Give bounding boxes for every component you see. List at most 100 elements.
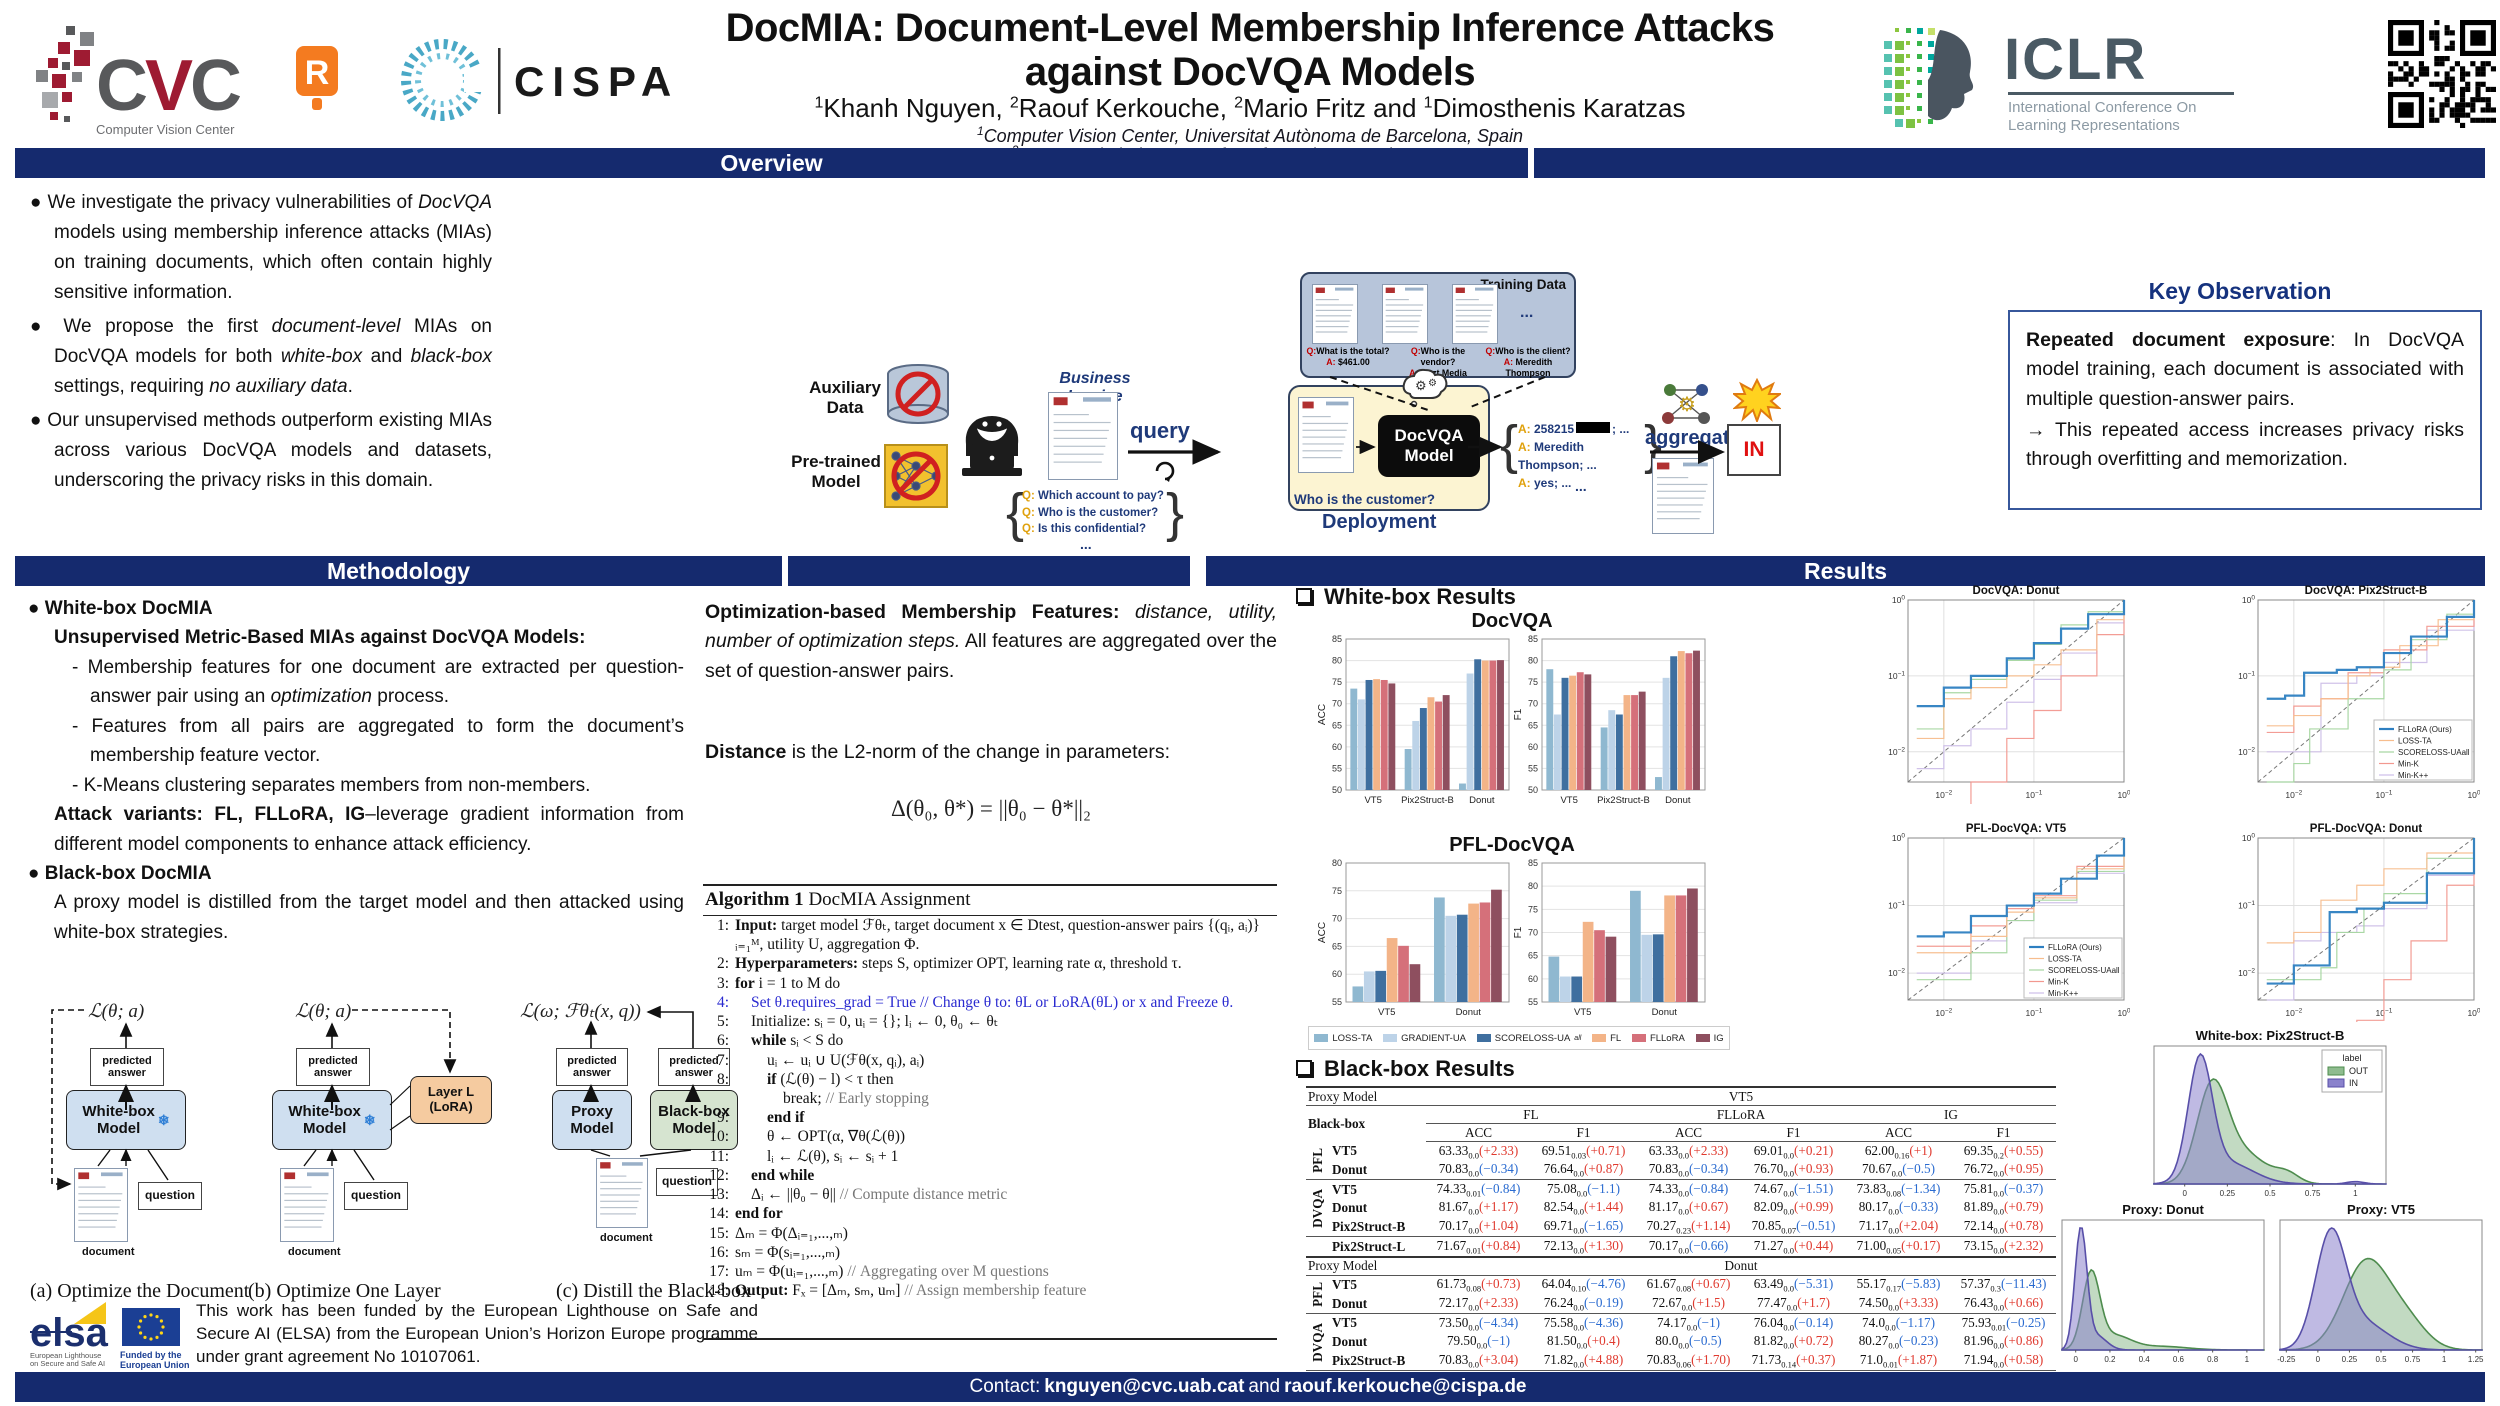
predicted-answer-box-c2: predicted answer: [658, 1048, 730, 1086]
svg-text:80: 80: [1528, 656, 1538, 666]
methodology-section-bar-mid: [788, 556, 1190, 586]
svg-text:Min-K: Min-K: [2398, 760, 2420, 769]
svg-text:0.2: 0.2: [2104, 1355, 2116, 1364]
svg-text:1.25: 1.25: [2468, 1355, 2484, 1364]
svg-text:60: 60: [1332, 969, 1342, 979]
svg-text:70: 70: [1332, 914, 1342, 924]
questions-ellipsis: ...: [1080, 536, 1092, 552]
key-observation-p2: → This repeated access increases privacy…: [2026, 418, 2464, 470]
svg-text:80: 80: [1528, 881, 1538, 891]
svg-text:0.5: 0.5: [2375, 1355, 2387, 1364]
predicted-answer-box-b: predicted answer: [296, 1048, 370, 1086]
svg-text:0.25: 0.25: [2220, 1189, 2236, 1198]
document-b: [280, 1168, 334, 1242]
svg-text:75: 75: [1528, 904, 1538, 914]
svg-text:100: 100: [2117, 790, 2130, 801]
svg-text:10−2: 10−2: [2285, 790, 2302, 801]
svg-text:R: R: [305, 54, 330, 92]
database-prohibited-icon: [882, 360, 954, 432]
svg-text:Min-K: Min-K: [2048, 978, 2070, 987]
features-paragraph: Optimization-based Membership Features: …: [705, 601, 1277, 682]
question-box-c: question: [656, 1168, 718, 1196]
svg-text:Donut: Donut: [1469, 795, 1495, 806]
svg-text:65: 65: [1332, 941, 1342, 951]
predicted-answer-box-a: predicted answer: [90, 1048, 164, 1086]
qr-code: [2388, 20, 2496, 128]
svg-text:Pix2Struct-B: Pix2Struct-B: [1597, 795, 1650, 806]
svg-text:PFL-DocVQA: Donut: PFL-DocVQA: Donut: [2310, 823, 2423, 835]
svg-text:CVC: CVC: [96, 46, 241, 126]
svg-text:1: 1: [2353, 1189, 2358, 1198]
svg-text:0: 0: [2316, 1355, 2321, 1364]
training-doc-1: [1312, 284, 1358, 344]
svg-text:VT5: VT5: [1560, 795, 1577, 806]
cispa-logo: CISPA: [392, 28, 692, 133]
question-box-b: question: [344, 1182, 408, 1210]
svg-text:60: 60: [1528, 742, 1538, 752]
burst-icon: [1733, 378, 1781, 422]
svg-text:PFL-DocVQA: VT5: PFL-DocVQA: VT5: [1966, 823, 2067, 835]
caption-a: (a) Optimize the Document: [30, 1280, 250, 1302]
svg-text:85: 85: [1528, 858, 1538, 868]
svg-text:10−2: 10−2: [2238, 746, 2255, 757]
svg-text:55: 55: [1528, 763, 1538, 773]
training-data-title: Training Data: [1480, 277, 1566, 292]
eu-flag: Funded by the European Union: [120, 1306, 190, 1371]
svg-text:F1: F1: [1513, 926, 1524, 938]
iclr-wordmark: ICLR: [2004, 27, 2148, 92]
svg-text:VT5: VT5: [1574, 1007, 1591, 1018]
poster-title-line2: against DocVQA Models: [1024, 50, 1476, 94]
pretrained-model-label: Pre-trained Model: [791, 452, 881, 492]
deployment-label: Deployment: [1322, 511, 1437, 533]
svg-text:100: 100: [2242, 595, 2255, 606]
svg-text:White-box: Pix2Struct-B: White-box: Pix2Struct-B: [2196, 1028, 2345, 1043]
svg-text:DocVQA: Pix2Struct-B: DocVQA: Pix2Struct-B: [2305, 585, 2428, 597]
poster-title-line1: DocMIA: Document-Level Membership Infere…: [725, 6, 1775, 50]
authors-line: 1Khanh Nguyen, 2Raouf Kerkouche, 2Mario …: [814, 93, 1686, 123]
svg-text:0.75: 0.75: [2405, 1355, 2421, 1364]
svg-text:Donut: Donut: [1652, 1007, 1678, 1018]
methodology-section-bar: Methodology: [15, 556, 782, 586]
svg-text:65: 65: [1528, 951, 1538, 961]
svg-text:0.75: 0.75: [2305, 1189, 2321, 1198]
affiliation-1: 1Computer Vision Center, Universitat Aut…: [977, 124, 1523, 146]
svg-text:Donut: Donut: [1665, 795, 1691, 806]
svg-text:75: 75: [1332, 886, 1342, 896]
svg-text:10−1: 10−1: [2025, 790, 2042, 801]
svg-text:10−2: 10−2: [1888, 746, 1905, 757]
svg-text:10−2: 10−2: [1935, 1008, 1952, 1019]
svg-text:10−2: 10−2: [1935, 790, 1952, 801]
contact-email-1: knguyen@cvc.uab.cat: [1044, 1376, 1245, 1397]
svg-text:85: 85: [1332, 634, 1342, 644]
iclr-subtitle-1: International Conference On: [2008, 99, 2197, 116]
lora-layer-box: Layer L (LoRA): [410, 1076, 492, 1124]
funding-text: This work has been funded by the Europea…: [196, 1301, 758, 1366]
svg-text:10−2: 10−2: [2238, 968, 2255, 979]
document-label-a: document: [82, 1246, 135, 1258]
deployment-box: Who is the customer? DocVQA Model: [1288, 385, 1490, 511]
results-section-bar: Results: [1206, 556, 2485, 586]
svg-text:85: 85: [1528, 634, 1538, 644]
svg-text:70: 70: [1528, 928, 1538, 938]
svg-text:SCORELOSS-UAall: SCORELOSS-UAall: [2048, 966, 2120, 975]
svg-text:80: 80: [1332, 858, 1342, 868]
whitebox-results-header: White-box Results: [1296, 584, 1516, 610]
svg-text:VT5: VT5: [1378, 1007, 1395, 1018]
svg-text:VT5: VT5: [1364, 795, 1381, 806]
svg-text:75: 75: [1528, 677, 1538, 687]
svg-text:10−1: 10−1: [1888, 670, 1905, 681]
training-doc-2: [1382, 284, 1428, 344]
aggregate-icon: ⚙: [1658, 380, 1714, 426]
svg-text:0.5: 0.5: [2264, 1189, 2276, 1198]
svg-text:70: 70: [1332, 699, 1342, 709]
document-c: [596, 1158, 648, 1228]
overview-bullets: ● We investigate the privacy vulnerabili…: [30, 192, 492, 492]
questions-left-brace: {: [1006, 483, 1025, 543]
svg-text:SCORELOSS-UAall: SCORELOSS-UAall: [2398, 748, 2470, 757]
question-box-a: question: [138, 1182, 202, 1210]
